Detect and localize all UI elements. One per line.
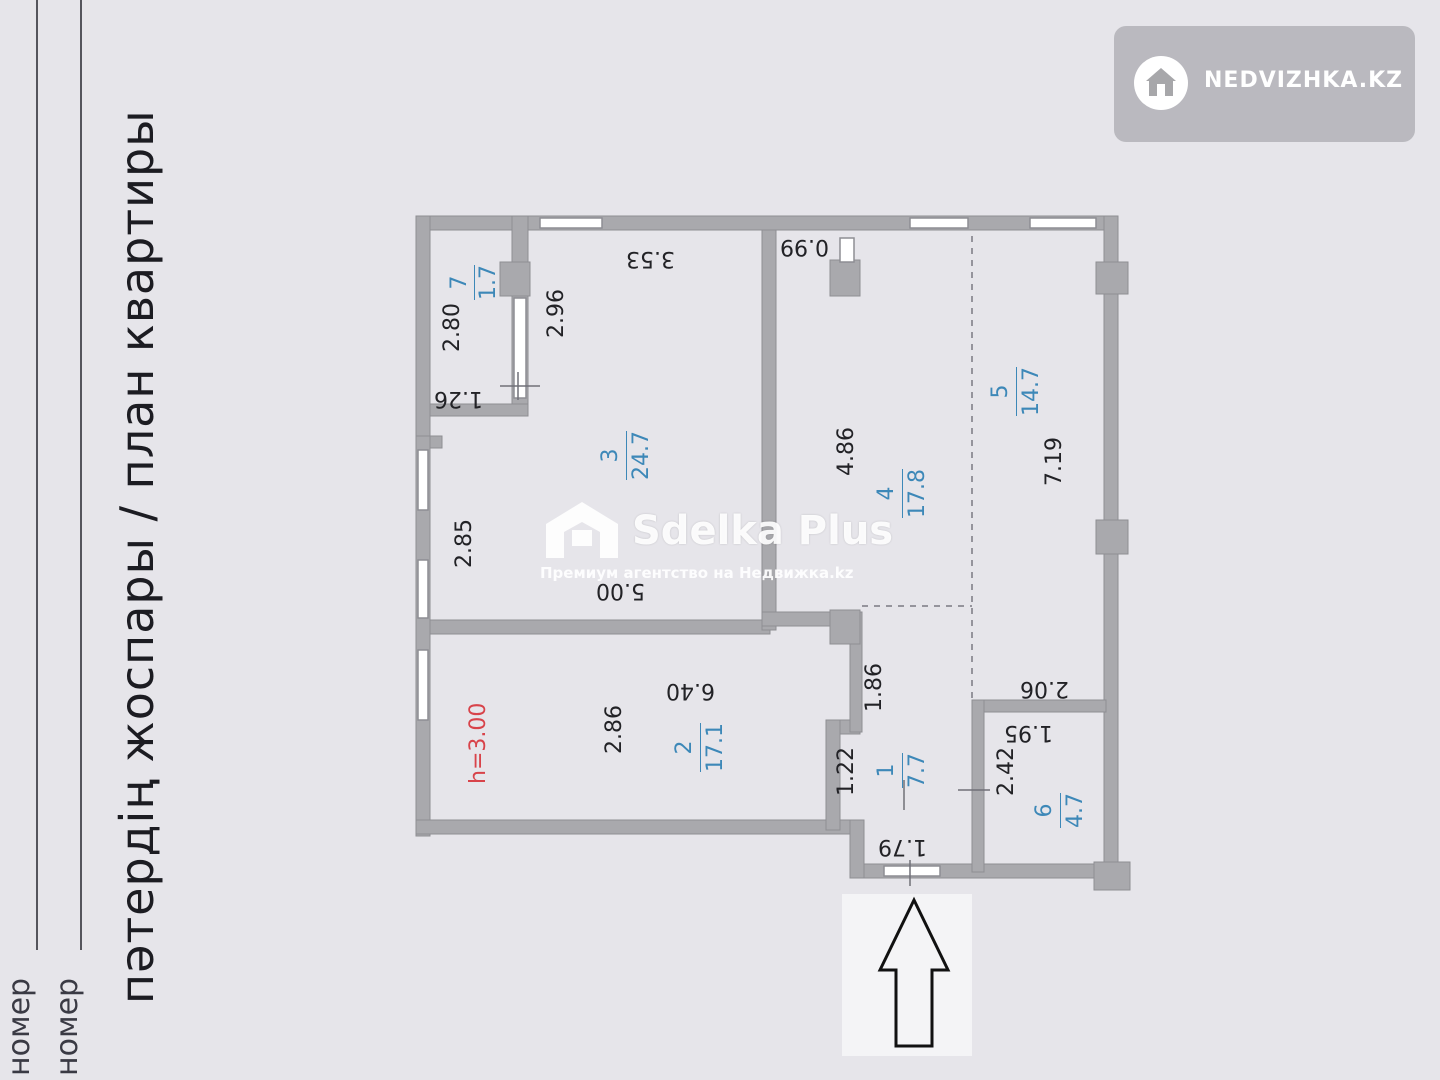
- room-1-label: 1 7.7: [872, 753, 933, 788]
- windows: [417, 217, 1097, 877]
- dim-2-96: 2.96: [544, 289, 569, 338]
- room-3-label: 3 24.7: [596, 431, 657, 480]
- dim-1-79: 1.79: [878, 834, 927, 859]
- room-5-area: 14.7: [1016, 367, 1047, 416]
- room-6-label: 6 4.7: [1030, 793, 1091, 828]
- dim-1-22: 1.22: [834, 747, 859, 796]
- room-5-number: 5: [988, 384, 1013, 399]
- room-7-label: 7 1.7: [446, 265, 503, 300]
- room-7-area: 1.7: [474, 265, 503, 300]
- room-6-number: 6: [1032, 803, 1057, 818]
- dim-2-06: 2.06: [1020, 676, 1069, 701]
- dim-1-86: 1.86: [862, 663, 887, 712]
- margin-line-2: [80, 0, 82, 950]
- dim-2-42: 2.42: [994, 747, 1019, 796]
- dim-3-53: 3.53: [626, 246, 675, 271]
- dim-2-85: 2.85: [452, 519, 477, 568]
- room-1-number: 1: [874, 763, 899, 778]
- margin-line-1: [36, 0, 38, 950]
- entrance-arrow-icon: [877, 896, 951, 1048]
- watermark-subtitle: Премиум агентство на Недвижка.kz: [540, 564, 854, 582]
- room-3-number: 3: [598, 448, 623, 463]
- room-4-area: 17.8: [902, 469, 933, 518]
- room-7-number: 7: [447, 275, 472, 290]
- dim-2-80: 2.80: [440, 303, 465, 352]
- room-2-label: 2 17.1: [670, 723, 731, 772]
- room-2-number: 2: [672, 740, 697, 755]
- house-icon: [1134, 56, 1188, 110]
- dim-7-19: 7.19: [1042, 437, 1067, 486]
- dim-6-40: 6.40: [666, 678, 715, 703]
- dim-0-99: 0.99: [780, 234, 829, 259]
- dim-4-86: 4.86: [834, 427, 859, 476]
- room-6-area: 4.7: [1060, 793, 1091, 828]
- doors: [500, 372, 990, 886]
- ceiling-height-label: h=3.00: [466, 702, 491, 784]
- room-2-area: 17.1: [700, 723, 731, 772]
- dim-2-86: 2.86: [602, 705, 627, 754]
- dim-1-26: 1.26: [434, 386, 483, 411]
- house-logo-icon: [546, 502, 618, 558]
- dashed-zone-lines: [862, 236, 973, 700]
- room-3-area: 24.7: [626, 431, 657, 480]
- brand-logo[interactable]: NEDVIZHKA.KZ: [1114, 26, 1415, 142]
- entrance-panel: [842, 894, 972, 1056]
- brand-name: NEDVIZHKA.KZ: [1204, 68, 1404, 93]
- dim-1-95: 1.95: [1004, 720, 1053, 745]
- room-5-label: 5 14.7: [986, 367, 1047, 416]
- watermark-title: Sdelka Plus: [632, 508, 894, 554]
- room-1-area: 7.7: [902, 753, 933, 788]
